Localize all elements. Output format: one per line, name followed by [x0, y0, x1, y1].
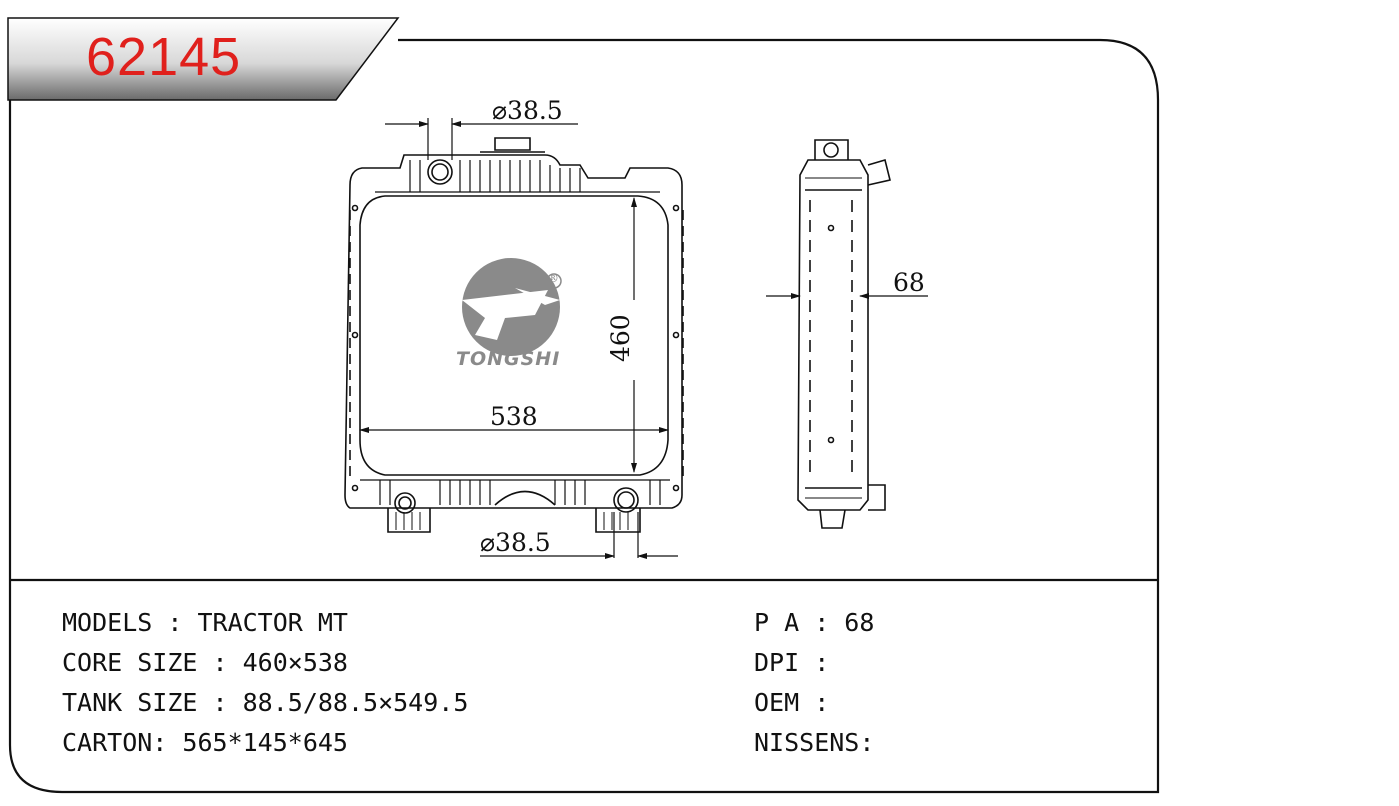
spec-oem: OEM : — [754, 688, 830, 717]
radiator-side-view — [797, 139, 891, 529]
inlet-diameter-label: ⌀38.5 — [492, 96, 563, 125]
outlet-diameter-label: ⌀38.5 — [480, 528, 551, 557]
spec-pa: P A : 68 — [754, 608, 875, 637]
spec-nissens: NISSENS: — [754, 728, 875, 757]
registered-mark: ® — [547, 271, 559, 285]
spec-core-size: CORE SIZE : 460×538 — [62, 648, 348, 677]
title-tab — [7, 17, 400, 101]
spec-carton: CARTON: 565*145*645 — [62, 728, 348, 757]
brand-logo — [462, 258, 562, 356]
sheet-frame — [8, 38, 1160, 794]
core-thickness-label: 68 — [893, 268, 925, 297]
spec-models: MODELS : TRACTOR MT — [62, 608, 348, 637]
spec-dpi: DPI : — [754, 648, 830, 677]
spec-tank-size: TANK SIZE : 88.5/88.5×549.5 — [62, 688, 469, 717]
core-width-label: 538 — [490, 402, 538, 431]
brand-logo-text: TONGSHI — [456, 348, 561, 370]
radiator-front-view — [344, 137, 684, 533]
core-height-label: 460 — [606, 314, 635, 362]
part-number: 62145 — [86, 27, 242, 87]
front-dimension-lines — [359, 118, 678, 559]
